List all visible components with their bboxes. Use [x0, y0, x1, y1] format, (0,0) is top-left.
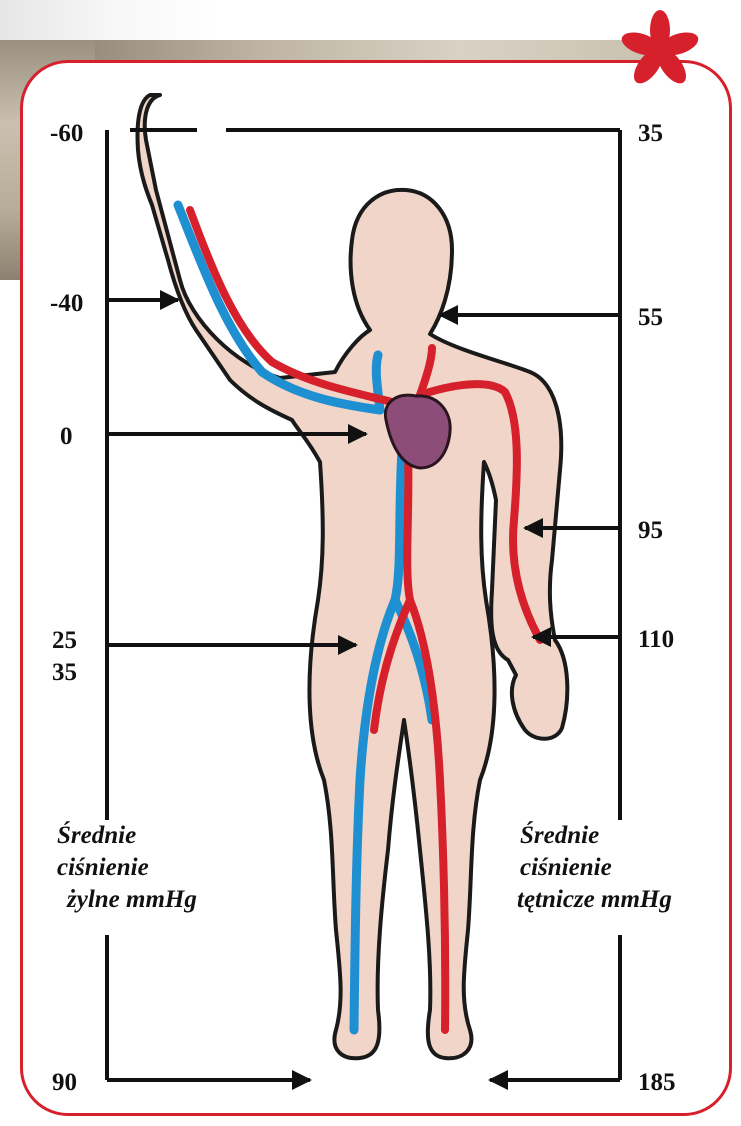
- arterial-value-wrist: 110: [638, 627, 674, 652]
- venous-caption-line3: żylne mmHg: [67, 884, 197, 916]
- venous-value-abdomen-2: 35: [52, 660, 77, 685]
- arterial-value-hand: 35: [638, 121, 663, 146]
- venous-value-hand: -60: [50, 121, 83, 146]
- venous-caption-line1: Średnie: [57, 820, 136, 852]
- venous-caption-line2: ciśnienie: [57, 852, 149, 884]
- venous-value-heart: 0: [60, 424, 73, 449]
- arterial-value-elbow: 95: [638, 518, 663, 543]
- arterial-value-head: 55: [638, 305, 663, 330]
- venous-value-arm: -40: [50, 291, 83, 316]
- arterial-caption-line3: tętnicze mmHg: [517, 884, 672, 916]
- arterial-caption-line2: ciśnienie: [520, 852, 612, 884]
- arterial-value-feet: 185: [638, 1070, 676, 1095]
- venous-value-feet: 90: [52, 1070, 77, 1095]
- venous-value-abdomen-1: 25: [52, 628, 77, 653]
- arterial-caption-line1: Średnie: [520, 820, 599, 852]
